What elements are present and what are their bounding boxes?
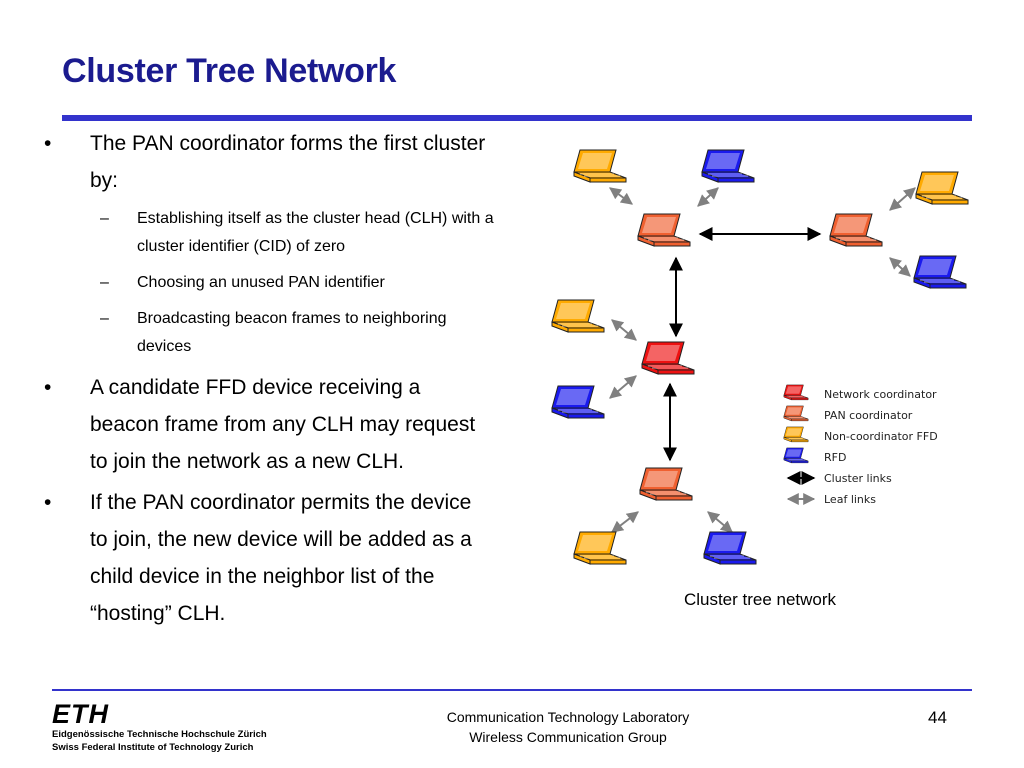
non-coordinator-ffd-laptop bbox=[573, 149, 627, 183]
dash-marker: – bbox=[100, 274, 109, 291]
leaf-link bbox=[889, 257, 911, 277]
bullet-item-2: • A candidate FFD device receiving a bea… bbox=[44, 369, 494, 480]
sub-bullet-item-2: – Choosing an unused PAN identifier bbox=[44, 269, 494, 297]
network-coordinator-laptop bbox=[641, 341, 695, 375]
dash-marker: – bbox=[100, 310, 109, 327]
pan-coordinator-laptop bbox=[829, 213, 883, 247]
eth-logo: ETH bbox=[52, 699, 109, 729]
legend-rfd-icon bbox=[783, 447, 809, 464]
institution-name-en: Swiss Federal Institute of Technology Zu… bbox=[52, 742, 254, 753]
legend-pan-coordinator-label: PAN coordinator bbox=[824, 409, 913, 422]
diagram-legend: Network coordinator PAN coordinator Non-… bbox=[783, 384, 938, 506]
bullet-marker: • bbox=[44, 376, 52, 399]
rfd-laptop bbox=[551, 385, 605, 419]
rfd-laptop bbox=[701, 149, 755, 183]
footer-lab: Communication Technology Laboratory Wire… bbox=[388, 707, 748, 747]
pan-coordinator-laptop bbox=[639, 467, 693, 501]
group-name: Wireless Communication Group bbox=[469, 729, 667, 745]
lab-name: Communication Technology Laboratory bbox=[446, 709, 690, 725]
legend-non-coordinator-ffd-label: Non-coordinator FFD bbox=[824, 430, 938, 443]
bullet-marker: • bbox=[44, 491, 52, 514]
footer-rule bbox=[52, 689, 972, 691]
legend-cluster-links-label: Cluster links bbox=[824, 472, 892, 485]
bullet-text: If the PAN coordinator permits the devic… bbox=[90, 491, 472, 625]
sub-bullet-text: Choosing an unused PAN identifier bbox=[137, 274, 385, 291]
cluster-links bbox=[663, 227, 822, 462]
bullet-item-3: • If the PAN coordinator permits the dev… bbox=[44, 484, 494, 632]
bullet-list: • The PAN coordinator forms the first cl… bbox=[44, 125, 494, 632]
leaf-link bbox=[611, 319, 637, 341]
bullet-item-1: • The PAN coordinator forms the first cl… bbox=[44, 125, 494, 199]
dash-marker: – bbox=[100, 210, 109, 227]
institution-name-de: Eidgenössische Technische Hochschule Zür… bbox=[52, 729, 267, 740]
legend-pan-coordinator-icon bbox=[783, 405, 809, 422]
non-coordinator-ffd-laptop bbox=[573, 531, 627, 565]
sub-bullet-item-3: – Broadcasting beacon frames to neighbor… bbox=[44, 305, 494, 361]
leaf-link bbox=[707, 511, 733, 533]
leaf-link bbox=[611, 511, 639, 533]
leaf-links bbox=[609, 187, 916, 533]
page-number: 44 bbox=[928, 708, 947, 727]
sub-bullet-list: – Establishing itself as the cluster hea… bbox=[44, 205, 494, 361]
rfd-laptop bbox=[703, 531, 757, 565]
sub-bullet-text: Establishing itself as the cluster head … bbox=[137, 210, 494, 255]
eth-logo-block: ETH Eidgenössische Technische Hochschule… bbox=[52, 700, 267, 754]
sub-bullet-text: Broadcasting beacon frames to neighborin… bbox=[137, 310, 447, 355]
diagram-caption: Cluster tree network bbox=[683, 590, 837, 609]
sub-bullet-item-1: – Establishing itself as the cluster hea… bbox=[44, 205, 494, 261]
bullet-text: The PAN coordinator forms the first clus… bbox=[90, 132, 486, 192]
legend-leaf-links-label: Leaf links bbox=[824, 493, 876, 506]
legend-network-coordinator-icon bbox=[783, 384, 809, 401]
bullet-text: A candidate FFD device receiving a beaco… bbox=[90, 376, 476, 473]
title-rule bbox=[62, 115, 972, 121]
legend-rfd-label: RFD bbox=[824, 451, 846, 464]
leaf-link bbox=[697, 187, 719, 207]
bullet-marker: • bbox=[44, 132, 52, 155]
non-coordinator-ffd-laptop bbox=[915, 171, 969, 205]
leaf-link bbox=[889, 187, 916, 211]
legend-network-coordinator-label: Network coordinator bbox=[824, 388, 937, 401]
pan-coordinator-laptop bbox=[637, 213, 691, 247]
devices bbox=[551, 149, 969, 565]
leaf-link bbox=[609, 375, 637, 399]
non-coordinator-ffd-laptop bbox=[551, 299, 605, 333]
legend-non-coordinator-ffd-icon bbox=[783, 426, 809, 443]
slide-title: Cluster Tree Network bbox=[62, 52, 397, 90]
cluster-tree-diagram: Network coordinator PAN coordinator Non-… bbox=[551, 149, 969, 565]
leaf-link bbox=[609, 187, 633, 205]
rfd-laptop bbox=[913, 255, 967, 289]
